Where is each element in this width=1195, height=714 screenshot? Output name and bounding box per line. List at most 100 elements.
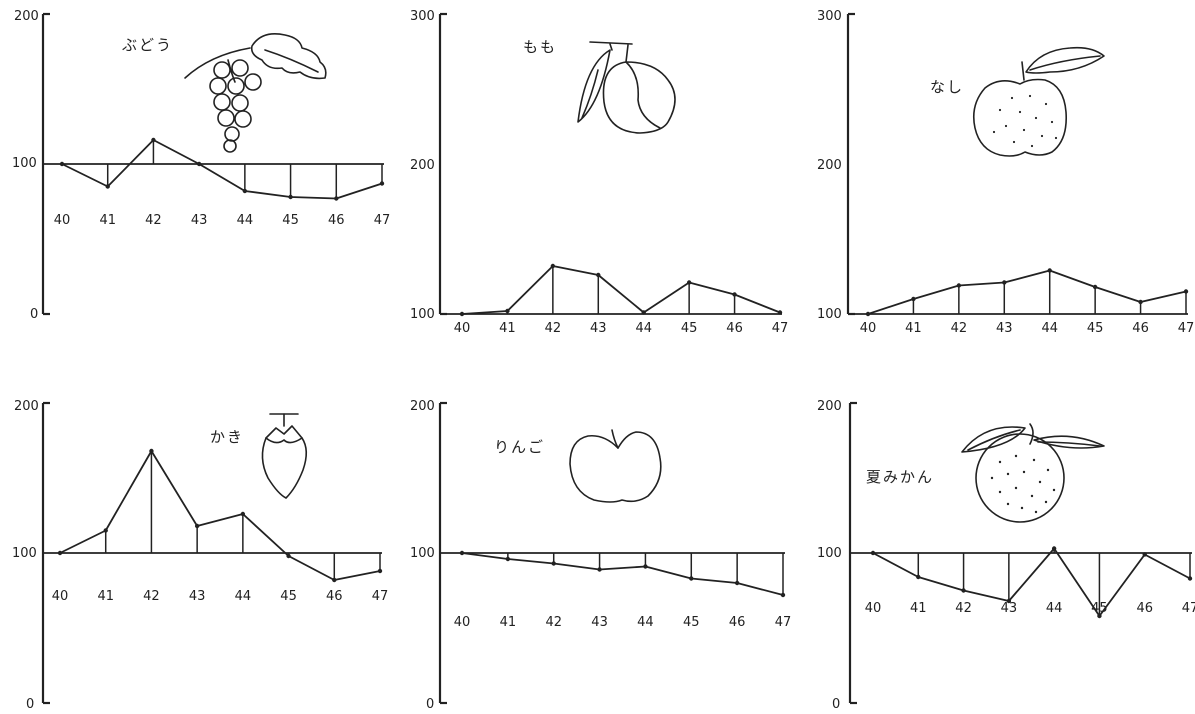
x-tick-label: 41: [97, 589, 114, 604]
x-tick-label: 42: [951, 321, 968, 336]
data-point: [780, 592, 786, 598]
data-point: [1002, 280, 1007, 285]
data-point: [240, 511, 246, 517]
x-tick-label: 43: [590, 321, 607, 336]
grape-icon: [184, 33, 327, 153]
data-point: [332, 577, 337, 583]
y-tick-label: 0: [426, 697, 434, 712]
x-tick-label: 42: [143, 589, 160, 604]
y-tick-label: 200: [410, 158, 435, 173]
x-tick-label: 47: [775, 615, 792, 630]
y-tick-label: 0: [832, 697, 840, 712]
x-tick-label: 44: [237, 213, 254, 228]
x-tick-label: 44: [1041, 321, 1058, 336]
x-tick-label: 41: [99, 213, 116, 228]
chart-title: かき: [210, 428, 244, 446]
x-tick-label: 43: [996, 321, 1013, 336]
data-point: [641, 310, 646, 315]
y-tick-label: 300: [410, 9, 435, 24]
data-point: [459, 311, 465, 317]
series-line: [872, 547, 1191, 617]
x-tick-label: 47: [772, 321, 789, 336]
data-point: [1142, 552, 1147, 557]
data-point: [643, 564, 648, 569]
x-tick-label: 40: [860, 321, 877, 336]
chart-title: もも: [523, 38, 557, 56]
data-point: [916, 574, 921, 580]
data-point: [956, 283, 962, 288]
x-tick-label: 46: [1132, 321, 1149, 336]
data-point: [103, 528, 108, 533]
data-point: [1187, 576, 1193, 581]
data-point: [1138, 299, 1143, 305]
pear-icon: [972, 46, 1105, 157]
x-tick-label: 47: [374, 213, 391, 228]
y-tick-label: 200: [14, 399, 39, 414]
y-tick-label: 100: [817, 307, 842, 322]
data-point: [911, 296, 916, 302]
data-point: [686, 280, 692, 285]
data-point: [1047, 268, 1052, 273]
data-point: [57, 550, 63, 556]
series-line: [461, 265, 781, 315]
series-line: [461, 552, 784, 596]
data-point: [288, 194, 293, 200]
data-point: [865, 311, 871, 317]
data-point: [551, 561, 556, 566]
x-tick-label: 41: [499, 321, 516, 336]
data-point: [596, 272, 601, 278]
x-tick-label: 45: [1091, 601, 1108, 616]
x-tick-label: 43: [591, 615, 608, 630]
data-point: [1092, 284, 1098, 290]
x-tick-label: 44: [635, 321, 652, 336]
x-tick-label: 41: [500, 615, 517, 630]
y-tick-label: 100: [410, 546, 435, 561]
data-point: [550, 263, 556, 269]
x-tick-label: 42: [545, 615, 562, 630]
data-point: [689, 576, 694, 581]
data-point: [1097, 613, 1102, 619]
x-tick-label: 41: [910, 601, 927, 616]
x-tick-label: 40: [454, 321, 471, 336]
y-tick-label: 100: [12, 156, 37, 171]
apple-icon: [569, 429, 662, 503]
x-tick-label: 46: [729, 615, 746, 630]
x-tick-label: 47: [372, 589, 389, 604]
series-line: [867, 269, 1187, 315]
x-tick-label: 41: [905, 321, 922, 336]
x-tick-label: 40: [54, 213, 71, 228]
x-tick-label: 46: [326, 589, 343, 604]
y-tick-label: 100: [817, 546, 842, 561]
data-point: [597, 567, 602, 572]
data-point: [334, 196, 339, 201]
data-point: [196, 161, 202, 167]
data-point: [151, 137, 156, 143]
x-tick-label: 43: [189, 589, 206, 604]
data-point: [459, 550, 465, 556]
data-point: [1006, 598, 1012, 604]
data-point: [1183, 289, 1189, 294]
x-tick-label: 43: [191, 213, 208, 228]
x-tick-label: 44: [637, 615, 654, 630]
x-tick-label: 42: [545, 321, 562, 336]
x-tick-label: 43: [1001, 601, 1018, 616]
chart-title: なし: [930, 78, 964, 96]
x-tick-label: 45: [681, 321, 698, 336]
y-tick-label: 0: [30, 307, 38, 322]
y-tick-label: 200: [817, 399, 842, 414]
data-point: [149, 448, 154, 454]
data-point: [732, 292, 737, 297]
x-tick-label: 46: [726, 321, 743, 336]
x-tick-label: 45: [683, 615, 700, 630]
data-point: [505, 308, 510, 314]
data-point: [377, 568, 383, 574]
data-point: [379, 181, 385, 186]
y-tick-label: 0: [26, 697, 34, 712]
y-tick-label: 200: [14, 9, 39, 24]
